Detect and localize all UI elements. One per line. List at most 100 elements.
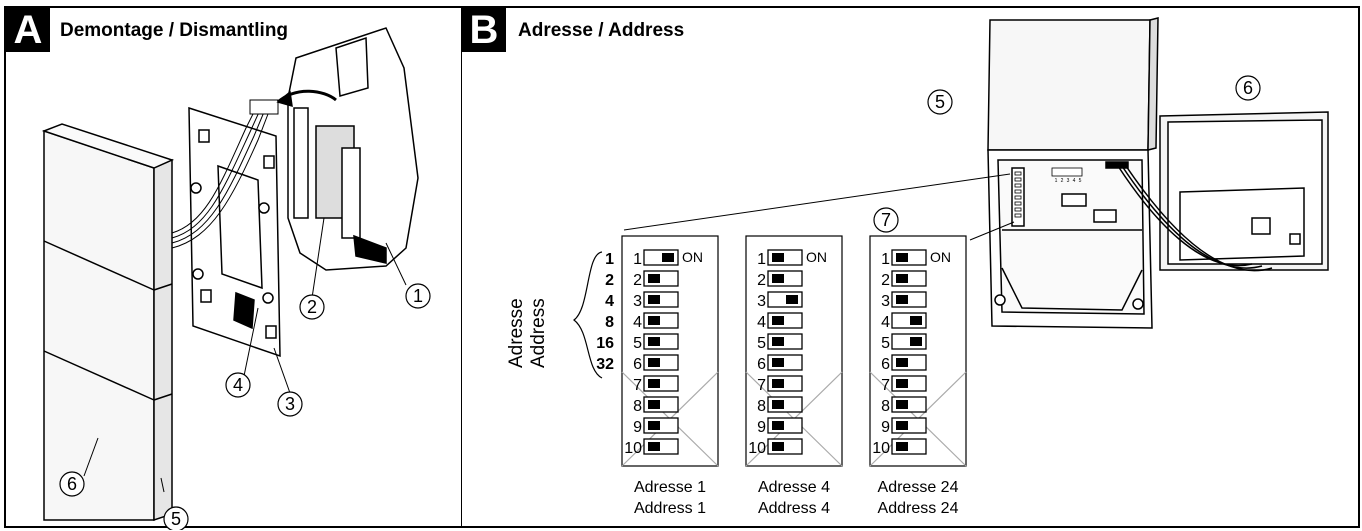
switch-number: 1 xyxy=(633,251,642,268)
dip-switch-knob-off xyxy=(648,358,660,367)
bit-value-2: 2 xyxy=(605,272,614,289)
bit-value-4: 4 xyxy=(605,293,614,310)
dip-switch-knob-off xyxy=(648,274,660,283)
block-caption-en: Address 24 xyxy=(878,500,959,517)
open-door-illustration xyxy=(1159,111,1329,271)
switch-number: 10 xyxy=(748,440,766,457)
switch-number: 5 xyxy=(881,335,890,352)
dip-switch-knob-off xyxy=(772,400,784,409)
dip-switch-knob-off xyxy=(648,442,660,451)
panel-b-address: B Adresse / Address xyxy=(462,6,1360,528)
dip-switch-knob-off xyxy=(896,358,908,367)
switch-number: 9 xyxy=(633,419,642,436)
dip-switch-knob-off xyxy=(772,316,784,325)
dismantling-illustration: 1 2 3 4 5 6 xyxy=(41,27,431,530)
dip-switch-knob-off xyxy=(896,379,908,388)
callout-5: 5 xyxy=(171,509,181,529)
side-label-en: Address xyxy=(528,298,549,368)
block-caption-en: Address 1 xyxy=(634,500,706,517)
door-cables-illustration xyxy=(1117,165,1273,272)
switch-number: 4 xyxy=(633,314,642,331)
switch-number: 5 xyxy=(757,335,766,352)
switch-number: 7 xyxy=(757,377,766,394)
dip-switch-knob-off xyxy=(896,421,908,430)
callout-6: 6 xyxy=(67,474,77,494)
bit-value-8: 8 xyxy=(605,314,614,331)
callout-3: 3 xyxy=(285,394,295,414)
dip-switch-knob-off xyxy=(772,421,784,430)
switch-number: 8 xyxy=(633,398,642,415)
bit-value-1: 1 xyxy=(605,251,614,268)
dip-switch-knob-off xyxy=(648,295,660,304)
side-label-de: Adresse xyxy=(506,298,527,368)
switch-number: 3 xyxy=(633,293,642,310)
on-label: ON xyxy=(806,249,827,265)
switch-number: 7 xyxy=(633,377,642,394)
callout-b-5: 5 xyxy=(935,92,945,112)
dip-switch-knob-off xyxy=(896,442,908,451)
callout-b-6: 6 xyxy=(1243,78,1253,98)
dip-switch-knob-off xyxy=(648,421,660,430)
switch-number: 10 xyxy=(624,440,642,457)
dip-switch-knob-on xyxy=(910,316,922,325)
callout-b-7: 7 xyxy=(881,210,891,230)
back-box-illustration xyxy=(276,27,419,271)
switch-number: 6 xyxy=(633,356,642,373)
callout-2: 2 xyxy=(307,297,317,317)
dip-switch-knob-on xyxy=(662,253,674,262)
callout-1: 1 xyxy=(413,286,423,306)
switch-number: 6 xyxy=(881,356,890,373)
dip-switch-knob-off xyxy=(648,337,660,346)
dip-switch-knob-off xyxy=(896,400,908,409)
dip-switch-knob-on xyxy=(910,337,922,346)
switch-number: 1 xyxy=(757,251,766,268)
switch-number: 2 xyxy=(881,272,890,289)
dip-switch-knob-off xyxy=(772,379,784,388)
dip-switch-knob-off xyxy=(896,295,908,304)
panel-a-dismantling: A Demontage / Dismantling xyxy=(4,6,463,530)
panel-b-title: Adresse / Address xyxy=(518,20,685,41)
dip-switch-knob-off xyxy=(896,274,908,283)
switch-number: 6 xyxy=(757,356,766,373)
switch-number: 9 xyxy=(881,419,890,436)
switch-number: 2 xyxy=(757,272,766,289)
switch-number: 9 xyxy=(757,419,766,436)
dip-switch-knob-off xyxy=(648,316,660,325)
address-illustration: 1 2 3 4 5 xyxy=(506,17,1329,517)
switch-number: 5 xyxy=(633,335,642,352)
dip-switch-knob-off xyxy=(772,253,784,262)
block-caption-de: Adresse 1 xyxy=(634,479,706,496)
switch-number: 8 xyxy=(757,398,766,415)
mounting-plate-illustration xyxy=(188,106,281,358)
dip-switch-knob-off xyxy=(772,442,784,451)
callout-4: 4 xyxy=(233,375,243,395)
bit-value-32: 32 xyxy=(596,356,614,373)
switch-number: 4 xyxy=(881,314,890,331)
dip-switch-knob-off xyxy=(772,337,784,346)
switch-number: 2 xyxy=(633,272,642,289)
switch-number: 7 xyxy=(881,377,890,394)
switch-number: 1 xyxy=(881,251,890,268)
zoom-lines xyxy=(623,173,1015,241)
panel-b-letter: B xyxy=(462,8,506,52)
dip-switch-knob-off xyxy=(648,400,660,409)
pcb-dip-3: 3 xyxy=(1067,178,1070,184)
panel-a-title: Demontage / Dismantling xyxy=(60,20,289,41)
dip-switch-knob-on xyxy=(786,295,798,304)
on-label: ON xyxy=(682,249,703,265)
pcb-dip-1: 1 xyxy=(1055,178,1058,184)
bit-value-16: 16 xyxy=(596,335,614,352)
panel-a-letter: A xyxy=(6,8,50,52)
block-caption-de: Adresse 4 xyxy=(758,479,830,496)
dip-switch-knob-off xyxy=(772,274,784,283)
pcb-dip-4: 4 xyxy=(1073,178,1076,184)
open-housing-illustration xyxy=(987,149,1153,329)
dip-switch-knob-off xyxy=(896,253,908,262)
front-cover-illustration xyxy=(41,123,175,522)
cable-bundle-illustration xyxy=(171,99,279,249)
pcb-dip-5: 5 xyxy=(1079,178,1082,184)
address-bracket xyxy=(573,251,603,379)
